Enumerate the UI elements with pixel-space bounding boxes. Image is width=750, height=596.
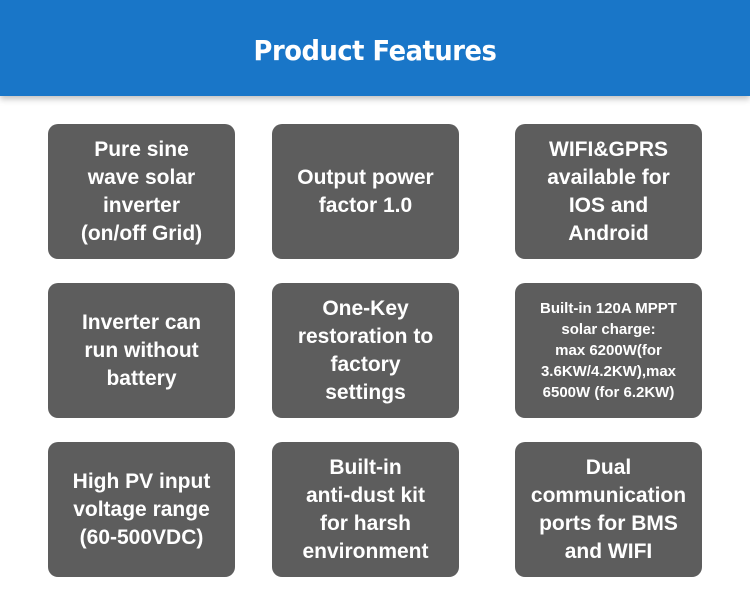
feature-card-anti-dust: Built-in anti-dust kit for harsh environ… xyxy=(272,442,459,577)
feature-card-pv-input: High PV input voltage range (60-500VDC) xyxy=(48,442,235,577)
feature-card-communication-ports: Dual communication ports for BMS and WIF… xyxy=(515,442,702,577)
feature-card-mppt: Built-in 120A MPPT solar charge: max 620… xyxy=(515,283,702,418)
feature-card-no-battery: Inverter can run without battery xyxy=(48,283,235,418)
page-title: Product Features xyxy=(253,33,497,67)
feature-card-power-factor: Output power factor 1.0 xyxy=(272,124,459,259)
feature-card-pure-sine: Pure sine wave solar inverter (on/off Gr… xyxy=(48,124,235,259)
header-banner: Product Features xyxy=(0,0,750,96)
feature-card-wifi-gprs: WIFI&GPRS available for IOS and Android xyxy=(515,124,702,259)
feature-card-one-key-restore: One-Key restoration to factory settings xyxy=(272,283,459,418)
